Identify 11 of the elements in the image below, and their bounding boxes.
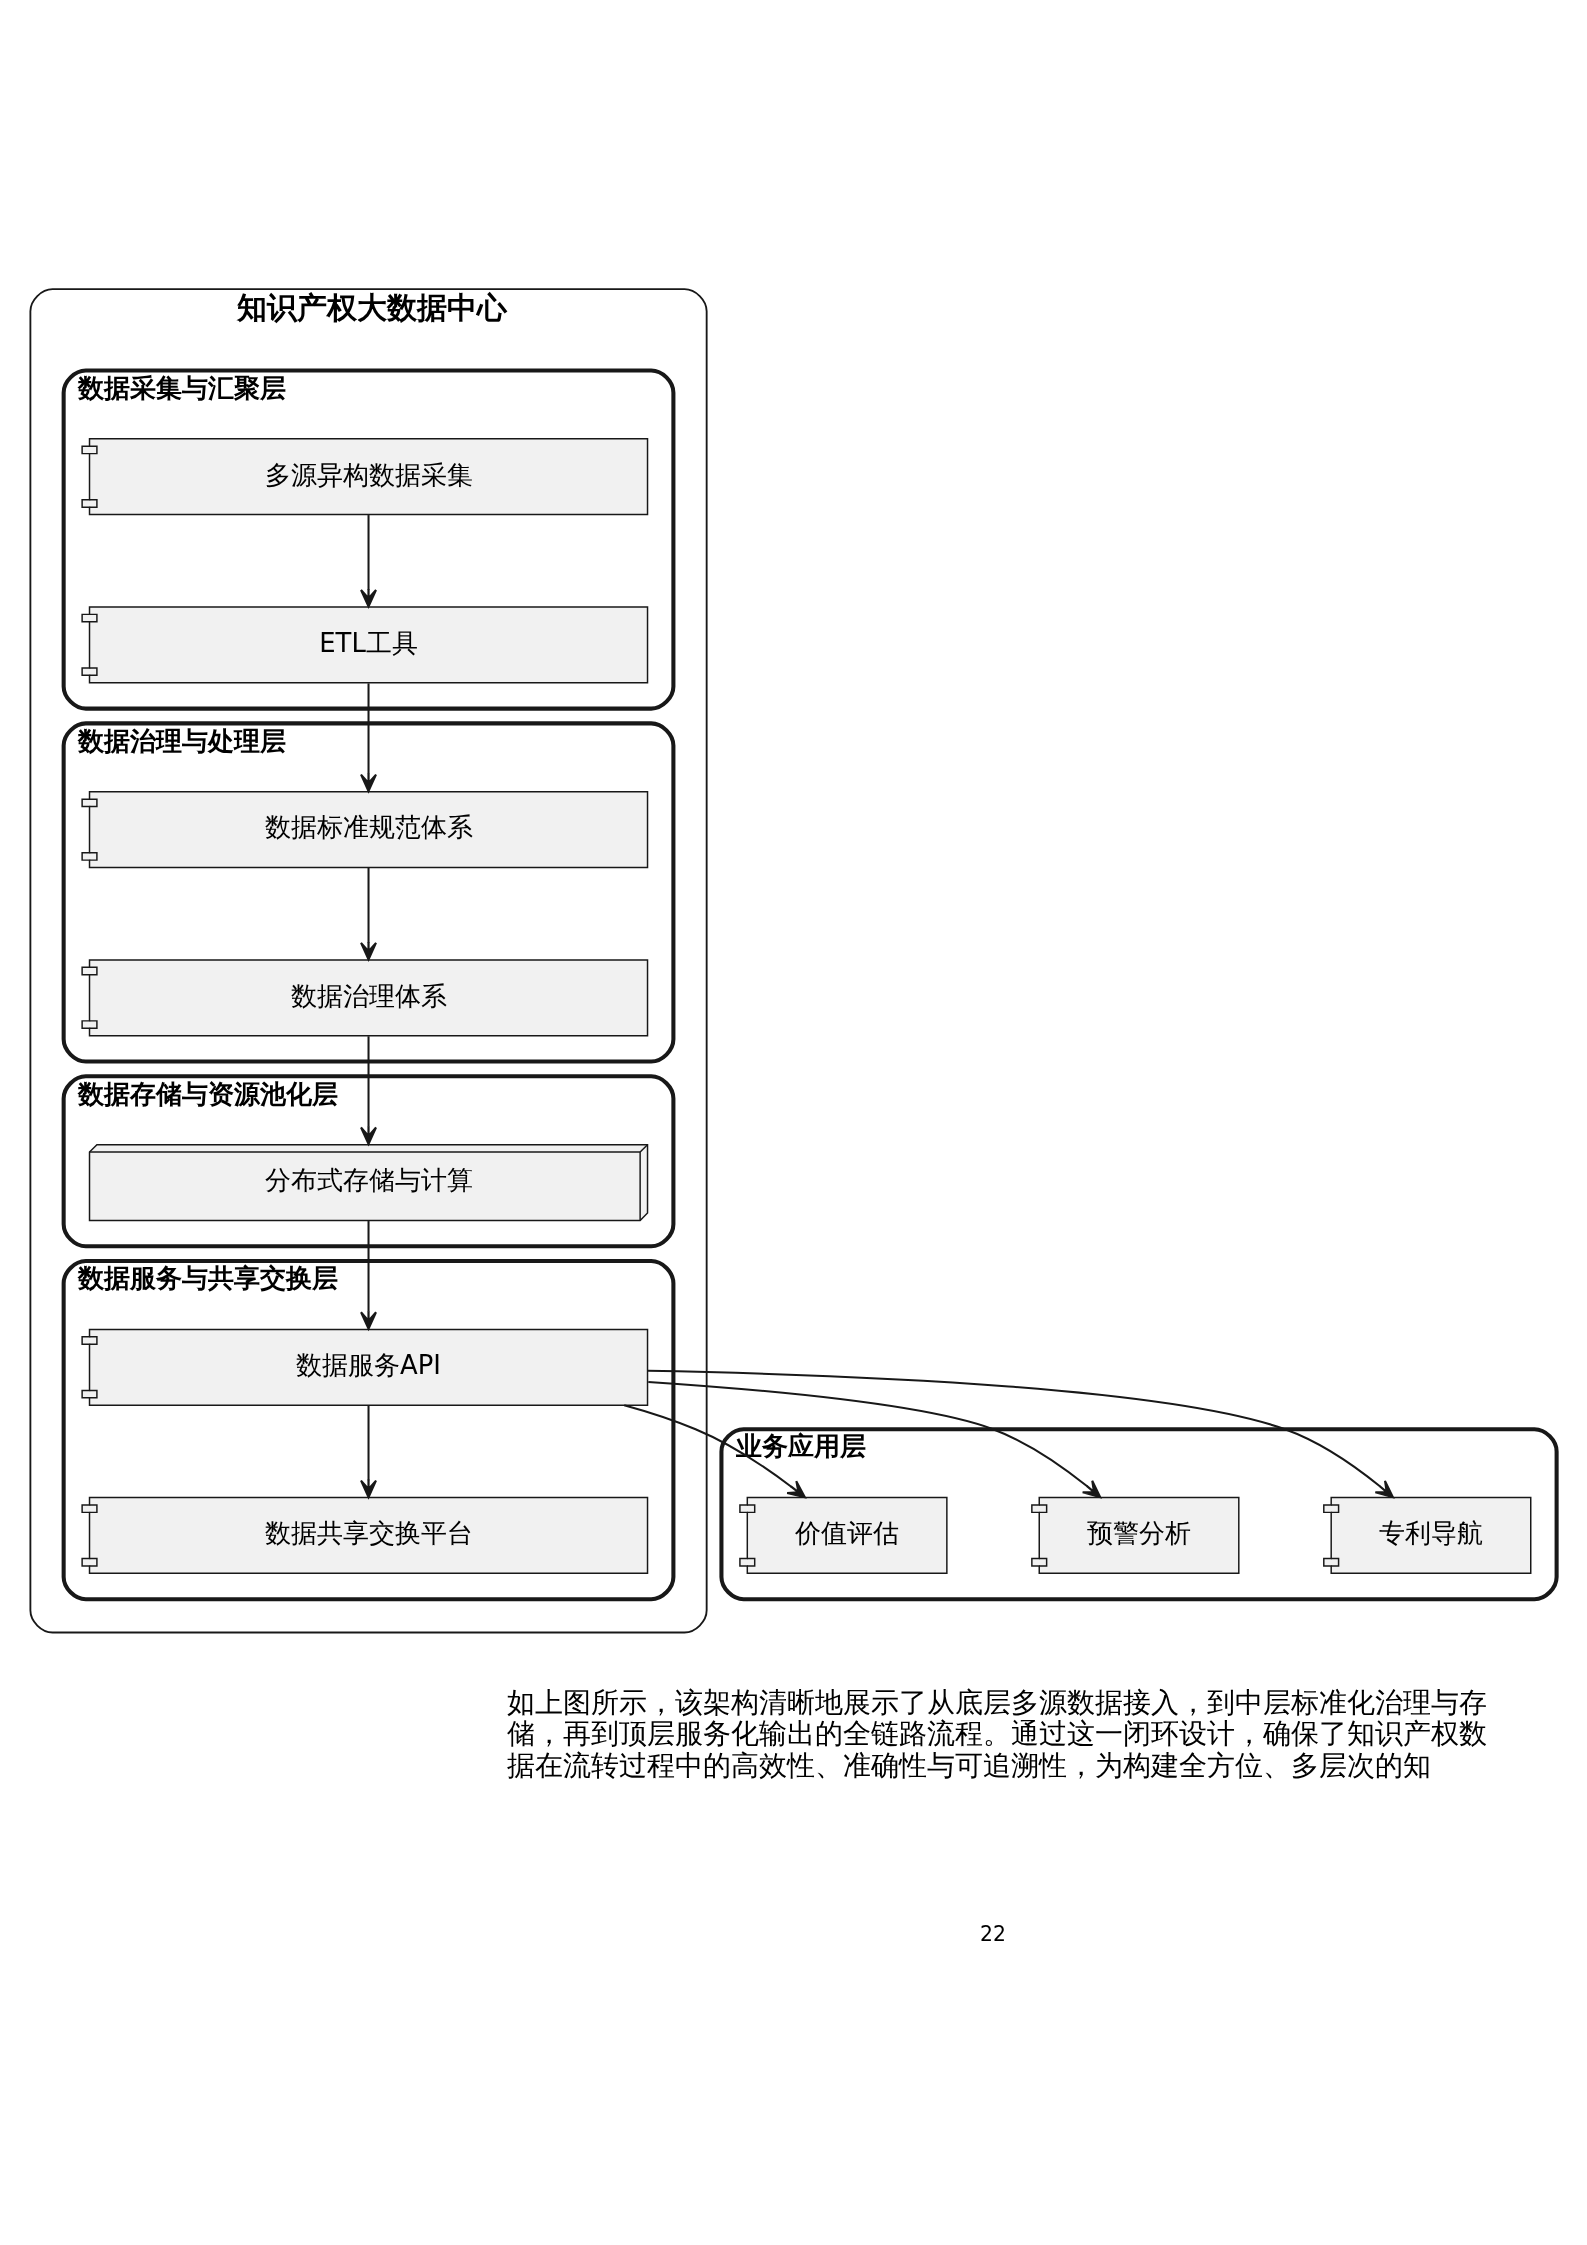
- arrow: [647, 1369, 1394, 1499]
- label: 如上图所示，该架构清晰地展示了从底层多源数据接入，到中层标准化治理与存储，再到顶层服务化输出的全链路流程。通过这一闭环设计，确保了知识产权数据在流转过程中的高效性、准确性与可追溯性，为构建全方位、多层次的知: [507, 1685, 1488, 1782]
- arrow: [623, 1404, 806, 1499]
- label: 22: [980, 1921, 1006, 1946]
- arrow: [360, 1221, 377, 1330]
- arrow: [360, 1036, 377, 1146]
- arrow: [648, 1380, 1102, 1499]
- arrow: [360, 1405, 377, 1499]
- arrow: [360, 683, 377, 793]
- arrow: [360, 515, 377, 608]
- arrow: [360, 867, 377, 961]
